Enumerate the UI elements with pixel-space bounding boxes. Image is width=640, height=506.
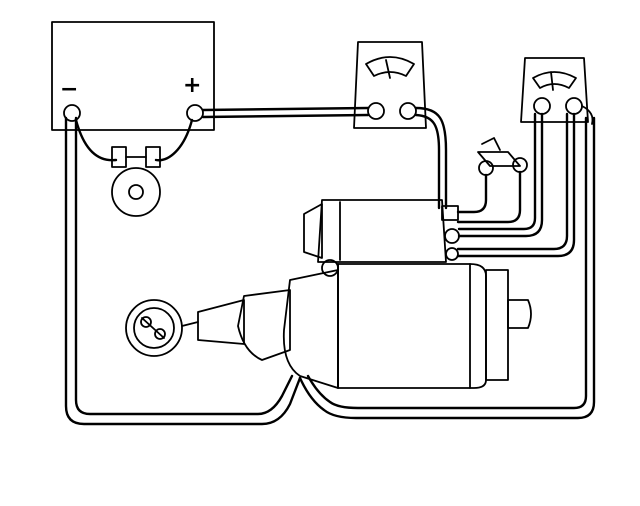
switch-button — [481, 137, 501, 151]
pinion-shaft-housing — [197, 299, 245, 345]
load-lead-negative — [74, 118, 118, 162]
load-knob — [111, 167, 161, 217]
voltmeter-terminal-1 — [367, 102, 385, 120]
motor-housing — [337, 263, 487, 389]
load-lead-positive — [154, 118, 194, 162]
wire-switch-2-to-solenoid — [456, 170, 522, 224]
drive-nose — [237, 289, 291, 361]
solenoid-m-terminal — [444, 228, 460, 244]
rpm-gauge-needle — [141, 317, 165, 339]
starter-motor — [197, 199, 532, 389]
voltmeter-needle — [385, 59, 391, 79]
voltmeter-scale — [365, 56, 415, 77]
wire-ground-return-b — [306, 116, 588, 410]
wire-ground-return-a — [298, 116, 596, 420]
battery-positive-label: + — [183, 73, 201, 98]
wire-battery-pos-to-voltmeter-b — [201, 113, 370, 119]
solenoid-end-cap — [303, 203, 323, 259]
load-clamp-right — [145, 146, 161, 168]
voltmeter-terminal-2 — [399, 102, 417, 120]
wire-ammeter-2-to-solenoid-a — [456, 112, 576, 258]
solenoid-s-terminal — [441, 205, 459, 221]
rpm-gauge-face — [133, 307, 175, 349]
wire-ammeter-1-to-solenoid-b — [457, 112, 537, 231]
voltmeter-body — [353, 41, 427, 129]
wiring — [64, 106, 596, 426]
mount-bolt — [321, 259, 339, 277]
switch-terminal-1 — [478, 160, 494, 176]
rpm-gauge-hub-2 — [154, 328, 166, 340]
wire-ammeter-2-to-solenoid-b — [456, 112, 569, 251]
ammeter-clip — [581, 105, 594, 125]
load-knob-center — [128, 184, 144, 200]
wire-battery-neg-ground-b — [74, 116, 294, 416]
ammeter-needle — [550, 71, 554, 91]
rpm-gauge-coupling — [181, 321, 199, 327]
rpm-gauge — [125, 299, 199, 357]
rpm-gauge-hub-1 — [140, 316, 152, 328]
carbon-pile-load — [74, 118, 194, 217]
solenoid-body — [317, 199, 447, 263]
ammeter — [520, 57, 594, 125]
motor-rear-bushing — [507, 299, 532, 329]
wire-battery-neg-ground-a — [64, 116, 302, 426]
battery-negative-terminal — [63, 104, 81, 122]
ammeter-body — [520, 57, 589, 123]
remote-starter-switch — [477, 137, 528, 176]
drive-housing — [282, 269, 339, 389]
battery-case — [51, 21, 215, 131]
voltmeter — [353, 41, 427, 129]
motor-end-frame — [485, 269, 509, 381]
wire-voltmeter-to-solenoid-a — [414, 106, 448, 210]
ammeter-terminal-1 — [533, 97, 551, 115]
wire-switch-1-to-solenoid — [456, 173, 488, 214]
battery: − + — [51, 21, 215, 131]
ammeter-terminal-2 — [565, 97, 583, 115]
ammeter-scale — [532, 71, 577, 89]
rpm-gauge-outer — [125, 299, 183, 357]
wire-voltmeter-to-solenoid-b — [414, 113, 441, 210]
battery-positive-terminal — [186, 104, 204, 122]
wire-ammeter-1-to-solenoid-a — [457, 112, 544, 238]
solenoid-b-terminal — [445, 247, 459, 261]
load-clamp-left — [111, 146, 127, 168]
battery-negative-label: − — [60, 77, 78, 102]
wire-battery-pos-to-voltmeter-a — [201, 106, 370, 112]
